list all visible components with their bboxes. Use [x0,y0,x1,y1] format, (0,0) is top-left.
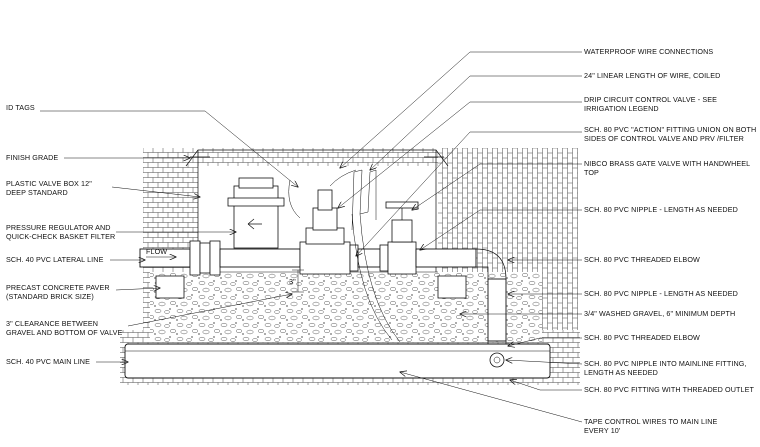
left-id-tags: ID TAGS [6,103,35,112]
main-line-pipe [124,343,551,379]
right-nipple-mainline: SCH. 80 PVC NIPPLE INTO MAINLINE FITTING… [584,359,747,368]
right-nipple-2: SCH. 80 PVC NIPPLE - LENGTH AS NEEDED [584,289,738,298]
left-concrete-paver-line-2: (STANDARD BRICK SIZE) [6,292,94,301]
right-union: SCH. 80 PVC "ACTION" FITTING UNION ON BO… [584,125,756,134]
left-lateral-line: SCH. 40 PVC LATERAL LINE [6,255,104,264]
lateral-line-assembly [139,240,507,368]
left-clearance: 3" CLEARANCE BETWEEN [6,319,98,328]
right-gate-valve-line-2: TOP [584,168,599,177]
right-tape-wires: TAPE CONTROL WIRES TO MAIN LINE [584,417,718,426]
right-gate-valve: NIBCO BRASS GATE VALVE WITH HANDWHEEL [584,159,750,168]
gate-valve [385,201,419,243]
left-clearance-line-2: GRAVEL AND BOTTOM OF VALVE [6,328,123,337]
left-valve-box: PLASTIC VALVE BOX 12" [6,179,92,188]
clearance-dimension [292,269,304,293]
left-main-line: SCH. 40 PVC MAIN LINE [6,357,90,366]
right-nipple-mainline-line-2: LENGTH AS NEEDED [584,368,658,377]
right-drip-valve-line-2: IRRIGATION LEGEND [584,104,659,113]
left-pressure-regulator: PRESSURE REGULATOR AND [6,223,111,232]
right-gravel: 3/4" WASHED GRAVEL, 6" MINIMUM DEPTH [584,309,735,318]
right-fitting-outlet: SCH. 80 PVC FITTING WITH THREADED OUTLET [584,385,755,394]
right-drip-valve: DRIP CIRCUIT CONTROL VALVE - SEE [584,95,717,104]
right-union-line-2: SIDES OF CONTROL VALVE AND PRV /FILTER [584,134,744,143]
right-leaders [338,51,583,423]
right-nipple-1: SCH. 80 PVC NIPPLE - LENGTH AS NEEDED [584,205,738,214]
right-wire-coiled: 24" LINEAR LENGTH OF WIRE, COILED [584,71,720,80]
left-pressure-regulator-line-2: QUICK-CHECK BASKET FILTER [6,232,115,241]
left-leaders [40,110,298,362]
gravel-bed [150,271,542,342]
clearance-dimension-label: 3" [289,277,296,286]
flow-label: FLOW [146,247,167,256]
right-callouts: WATERPROOF WIRE CONNECTIONS 24" LINEAR LE… [584,47,756,435]
control-valve [288,169,357,245]
right-waterproof-wire: WATERPROOF WIRE CONNECTIONS [584,47,713,56]
pressure-regulator [227,177,285,249]
right-tape-wires-line-2: EVERY 10' [584,426,621,435]
left-valve-box-line-2: DEEP STANDARD [6,188,68,197]
left-concrete-paver: PRECAST CONCRETE PAVER [6,283,110,292]
left-finish-grade: FINISH GRADE [6,153,58,162]
left-callouts: ID TAGS FINISH GRADE PLASTIC VALVE BOX 12"… [6,103,123,366]
right-elbow-2: SCH. 80 PVC THREADED ELBOW [584,333,700,342]
right-elbow-1: SCH. 80 PVC THREADED ELBOW [584,255,700,264]
